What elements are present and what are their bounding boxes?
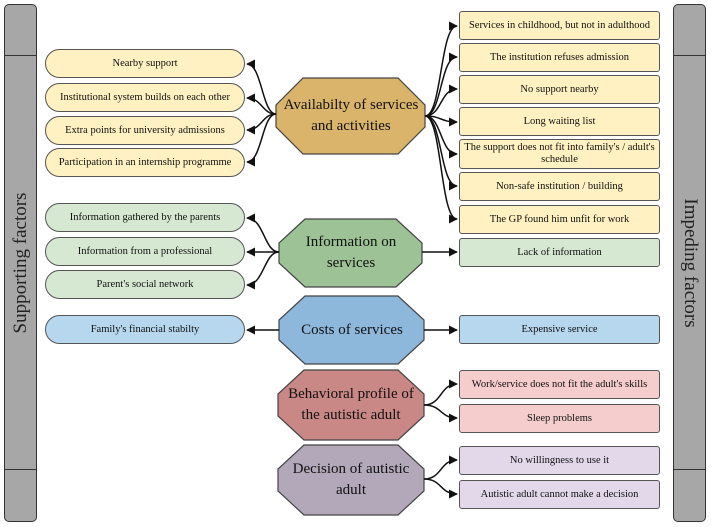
support-nearby-support: Nearby support bbox=[45, 49, 245, 78]
support-internship: Participation in an internship programme bbox=[45, 148, 245, 177]
availability-hub-shape bbox=[275, 77, 426, 155]
impede-waiting-list: Long waiting list bbox=[459, 107, 660, 136]
support-institutional-system: Institutional system builds on each othe… bbox=[45, 83, 245, 112]
impede-no-support-nearby: No support nearby bbox=[459, 75, 660, 104]
impede-lack-of-information: Lack of information bbox=[459, 238, 660, 267]
impede-childhood-not-adulthood: Services in childhood, but not in adulth… bbox=[459, 11, 660, 40]
supporting-factors-bar: Supporting factors bbox=[4, 4, 37, 522]
support-info-professional: Information from a professional bbox=[45, 237, 245, 266]
support-extra-points: Extra points for university admissions bbox=[45, 116, 245, 145]
information-arrows bbox=[246, 213, 458, 290]
impede-gp-unfit: The GP found him unfit for work bbox=[459, 205, 660, 234]
impeding-factors-bar: Impeding factors bbox=[673, 4, 706, 522]
support-social-network: Parent's social network bbox=[45, 270, 245, 299]
decision-hub-label: Decision of autistic adult bbox=[292, 461, 410, 498]
information-hub-shape bbox=[278, 218, 423, 288]
information-hub-label: Information on services bbox=[305, 234, 397, 271]
support-financial-stability: Family's financial stabilty bbox=[45, 315, 245, 344]
decision-hub-shape bbox=[277, 444, 425, 516]
behavioral-arrows bbox=[423, 379, 458, 423]
impede-expensive-service: Expensive service bbox=[459, 315, 660, 344]
impede-skills-mismatch: Work/service does not fit the adult's sk… bbox=[459, 370, 660, 399]
impede-no-willingness: No willingness to use it bbox=[459, 446, 660, 475]
impede-schedule-mismatch: The support does not fit into family's /… bbox=[459, 139, 660, 169]
availability-left-arrows bbox=[246, 59, 277, 167]
impede-non-safe-institution: Non-safe institution / building bbox=[459, 172, 660, 201]
impede-refuses-admission: The institution refuses admission bbox=[459, 43, 660, 72]
costs-hub-label: Costs of services bbox=[301, 321, 403, 338]
costs-hub-shape bbox=[278, 295, 425, 365]
behavioral-hub-shape bbox=[277, 369, 425, 441]
impede-cannot-decide: Autistic adult cannot make a decision bbox=[459, 480, 660, 509]
decision-arrows bbox=[423, 455, 458, 499]
behavioral-hub-label: Behavioral profile of the autistic adult bbox=[288, 386, 414, 423]
availability-right-arrows bbox=[424, 21, 458, 224]
support-info-parents: Information gathered by the parents bbox=[45, 203, 245, 232]
availability-hub-label: Availabilty of services and activities bbox=[283, 97, 419, 134]
impeding-factors-label: Impeding factors bbox=[679, 198, 701, 328]
supporting-factors-label: Supporting factors bbox=[9, 192, 31, 334]
impede-sleep-problems: Sleep problems bbox=[459, 404, 660, 433]
